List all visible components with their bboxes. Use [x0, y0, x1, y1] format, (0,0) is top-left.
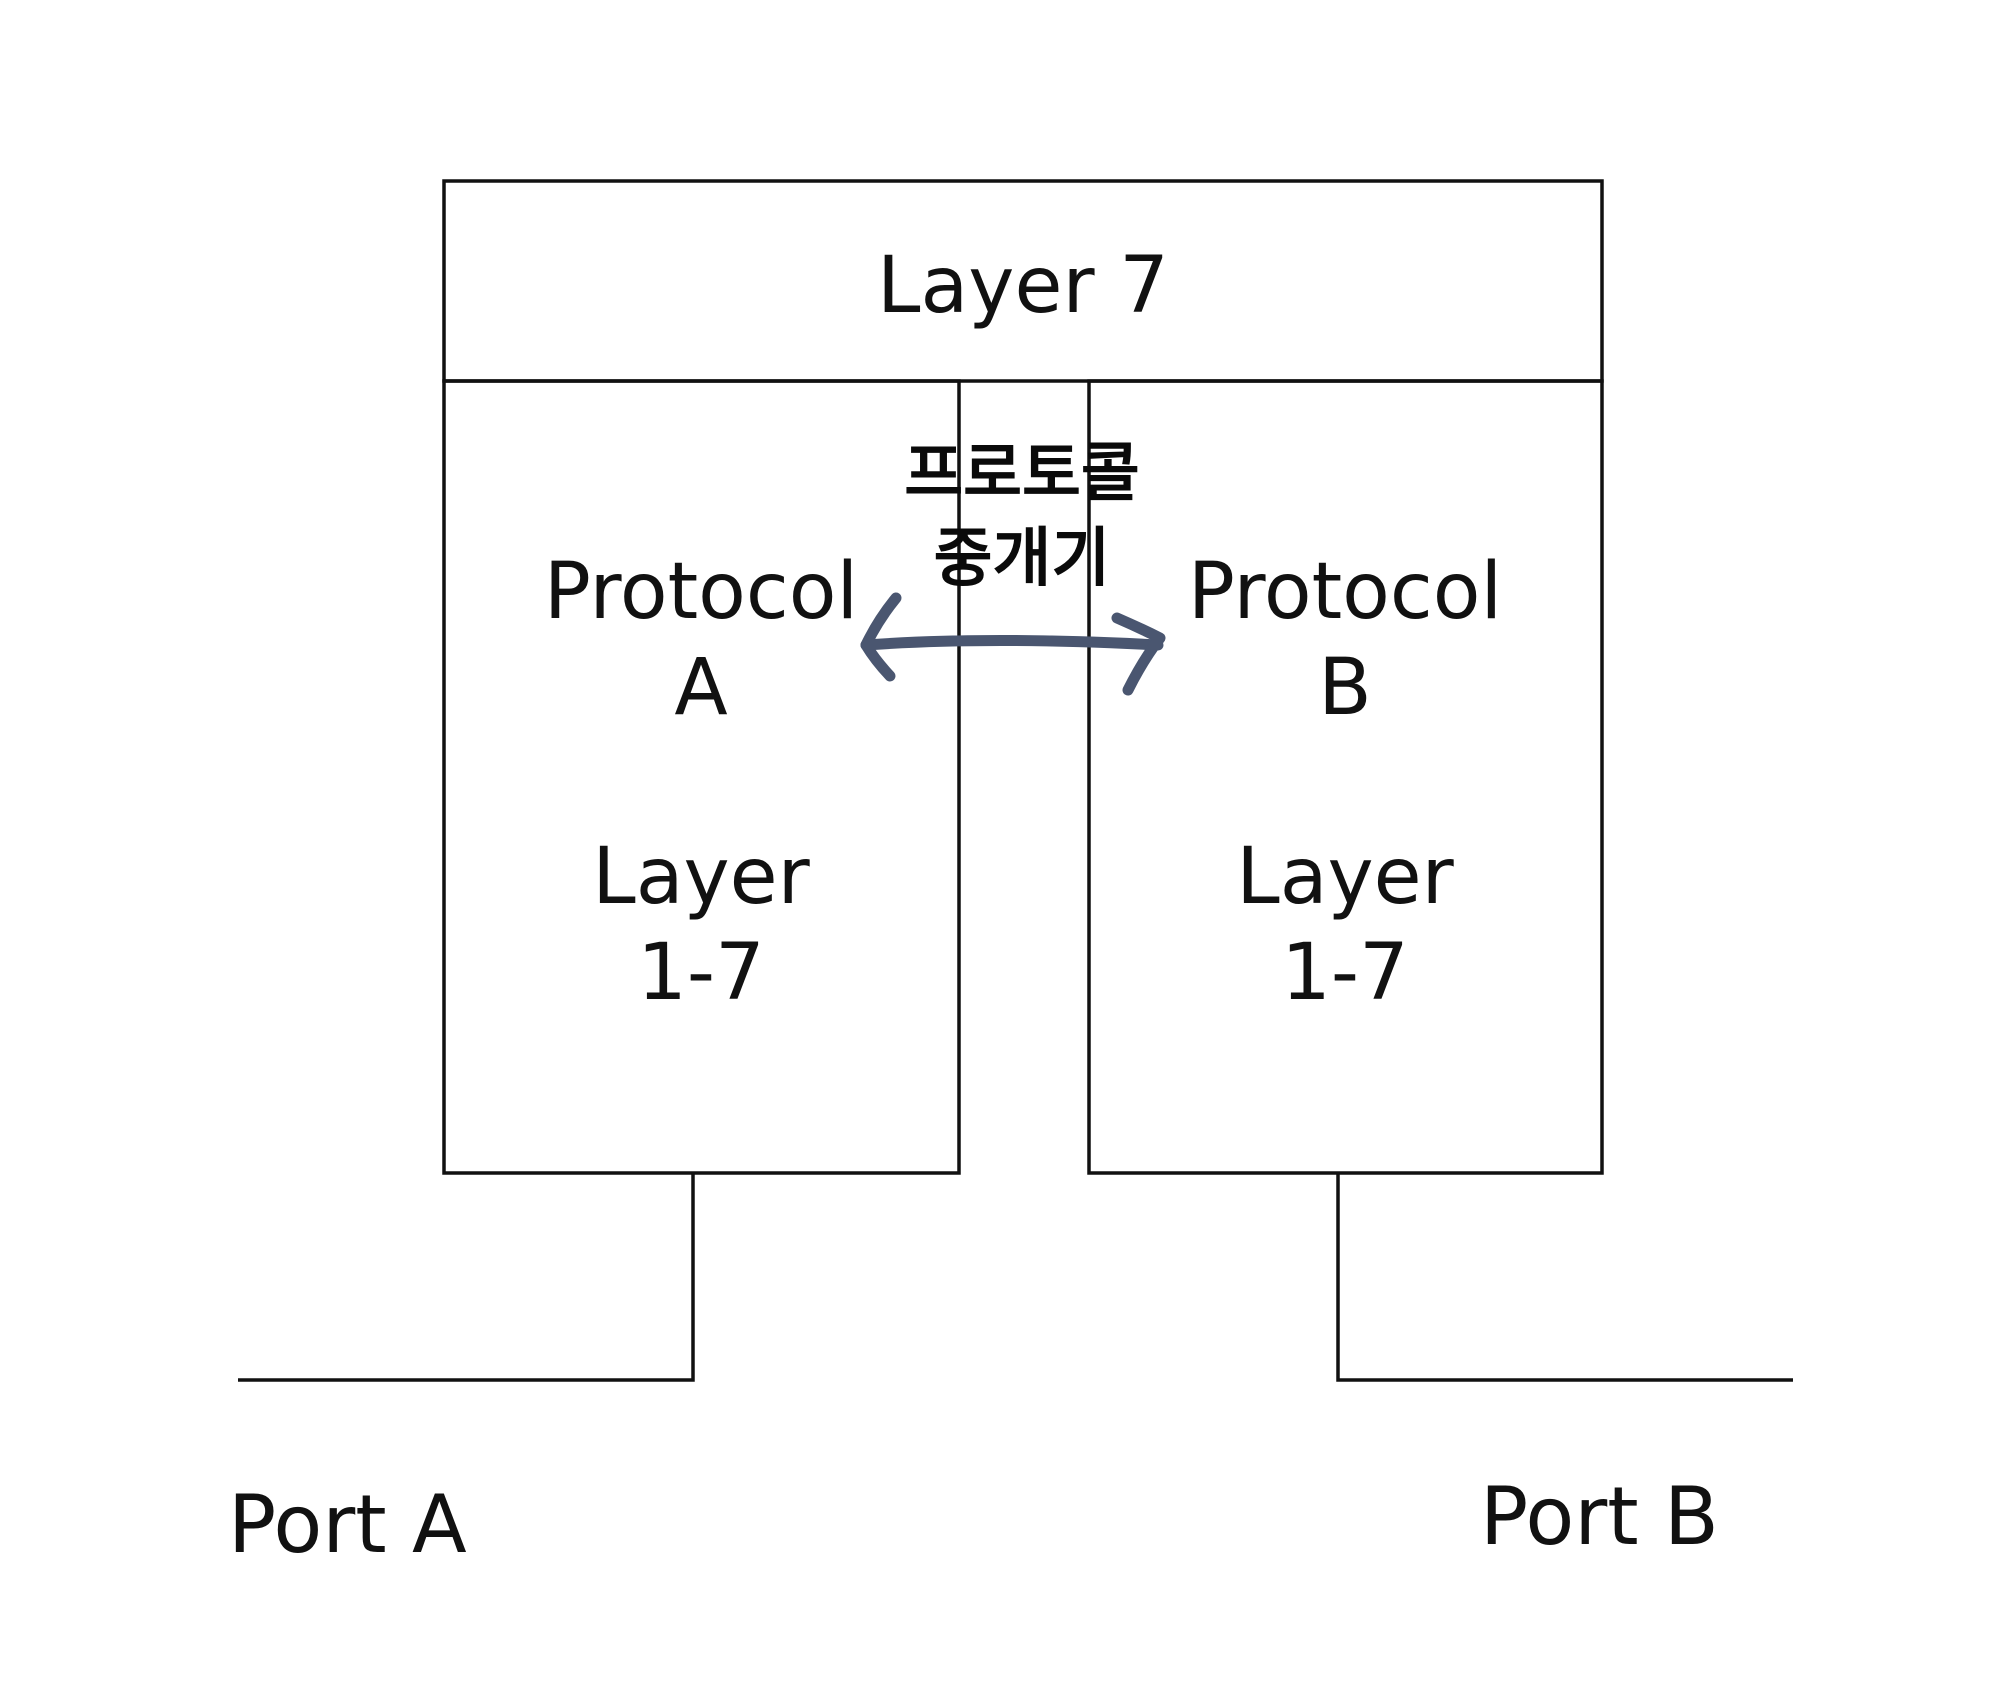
double-headed-arrow-icon	[860, 592, 1166, 696]
annotation-line-1: 프로토콜	[904, 437, 1140, 511]
port-a-wire	[238, 1173, 695, 1382]
left-stack-box	[442, 379, 961, 1175]
right-stack-box	[1087, 379, 1604, 1175]
arrow-head-left	[860, 592, 902, 682]
left-protocol-label: Protocol	[544, 547, 858, 637]
right-layer-label: Layer	[1236, 832, 1454, 922]
right-protocol-letter: B	[1318, 643, 1372, 733]
layer-7-box	[442, 179, 1604, 383]
arrow-head-right	[1111, 612, 1166, 696]
layer-7-label: Layer 7	[877, 241, 1169, 331]
annotation-line-2: 중개기	[934, 522, 1111, 596]
port-b-label: Port B	[1480, 1470, 1719, 1563]
left-layer-label: Layer	[592, 832, 810, 922]
arrow-shaft	[860, 635, 1164, 651]
right-layer-range: 1-7	[1281, 928, 1408, 1018]
right-protocol-label: Protocol	[1188, 547, 1502, 637]
port-a-label: Port A	[228, 1478, 467, 1571]
port-b-wire	[1336, 1173, 1793, 1382]
left-layer-range: 1-7	[637, 928, 764, 1018]
left-protocol-letter: A	[674, 643, 727, 733]
